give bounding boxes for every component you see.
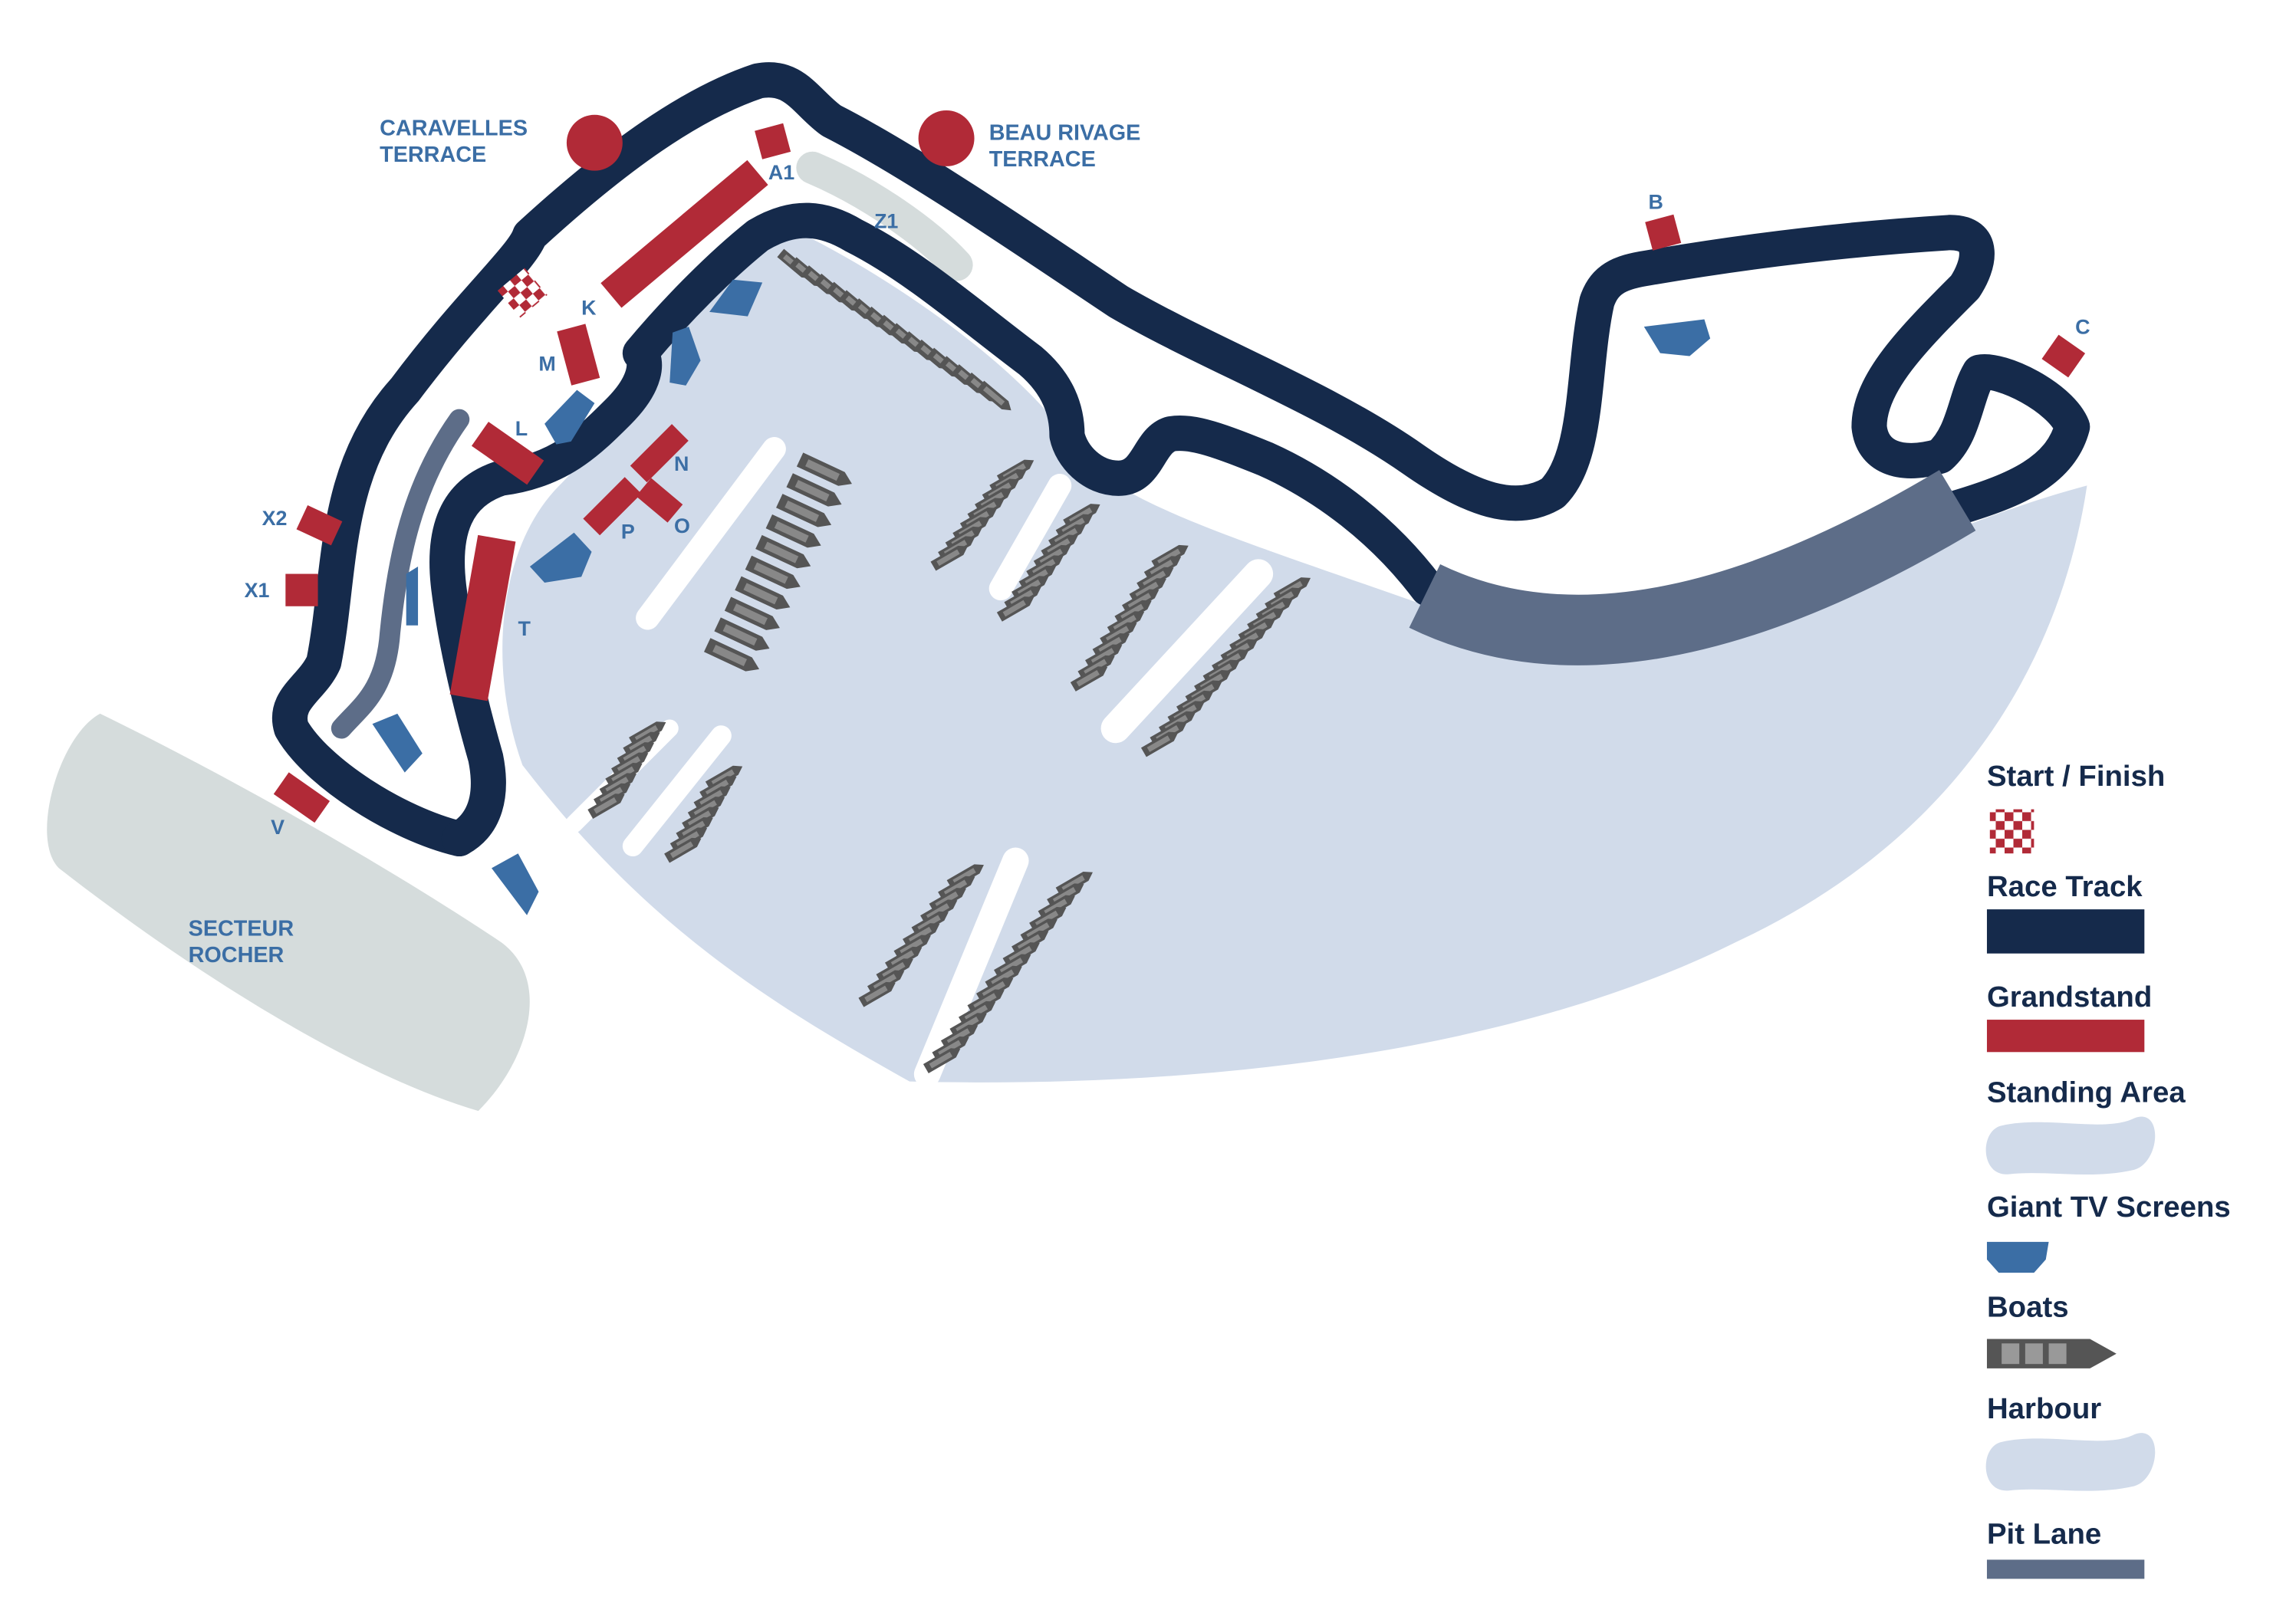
stand-label-z1: Z1 xyxy=(874,210,898,233)
tv-screen xyxy=(492,853,539,915)
beau-rivage-label-line1: BEAU RIVAGE xyxy=(989,120,1141,145)
tv-screen xyxy=(372,713,423,773)
pit-lane-inner xyxy=(331,409,470,739)
legend-harbour-swatch xyxy=(1985,1433,2156,1491)
stand-label-b: B xyxy=(1649,191,1663,214)
legend-start-finish-swatch xyxy=(1989,809,2034,854)
legend-race-track-swatch xyxy=(1986,909,2145,954)
stand-label-p: P xyxy=(621,520,635,543)
legend-tv-swatch xyxy=(1986,1241,2049,1273)
grandstand-c xyxy=(2041,334,2086,378)
stand-label-a1: A1 xyxy=(768,161,794,184)
grandstand-p xyxy=(583,477,642,536)
stand-label-t: T xyxy=(518,617,531,640)
pit-lane xyxy=(1409,470,1976,665)
grandstand-n xyxy=(630,424,689,483)
stand-label-x2: X2 xyxy=(262,507,288,530)
grandstand-a1 xyxy=(755,123,791,159)
tv-screen xyxy=(406,566,419,626)
legend-race-track-label: Race Track xyxy=(1987,870,2143,903)
stand-label-v: V xyxy=(271,816,285,839)
beau-rivage-terrace-marker xyxy=(918,110,975,166)
giant-tv-screens xyxy=(372,279,1711,915)
legend-grandstand-label: Grandstand xyxy=(1987,981,2152,1014)
legend-grandstand-swatch xyxy=(1986,1020,2145,1053)
grandstand-v xyxy=(273,772,331,823)
legend-boat-swatch xyxy=(1986,1339,2117,1368)
start-finish-marker xyxy=(497,268,548,318)
stand-label-x1: X1 xyxy=(245,579,270,602)
tv-screen xyxy=(1643,319,1711,356)
tv-screen xyxy=(709,279,763,317)
legend-pitlane-label: Pit Lane xyxy=(1987,1517,2101,1550)
beau-rivage-label-line2: TERRACE xyxy=(989,147,1096,172)
tv-screen xyxy=(669,327,701,386)
map-labels: CARAVELLES TERRACE BEAU RIVAGE TERRACE S… xyxy=(189,117,2090,968)
stand-label-n: N xyxy=(674,452,689,475)
stand-label-k: K xyxy=(581,297,597,320)
grandstands xyxy=(273,123,2086,823)
legend-tv-label: Giant TV Screens xyxy=(1987,1191,2231,1224)
tv-screen xyxy=(529,532,592,583)
caravelles-terrace-marker xyxy=(566,114,623,171)
legend-harbour-label: Harbour xyxy=(1987,1392,2101,1425)
tv-screen xyxy=(544,389,595,445)
secteur-rocher-area xyxy=(47,713,530,1112)
stand-label-o: O xyxy=(674,514,690,537)
grandstand-o xyxy=(636,478,683,523)
grandstand-t xyxy=(449,534,516,701)
caravelles-label-line1: CARAVELLES xyxy=(380,117,528,141)
grandstand-b xyxy=(1645,214,1682,251)
race-track-inner xyxy=(429,202,1446,857)
legend-standing-label: Standing Area xyxy=(1987,1076,2186,1109)
legend-pitlane-swatch xyxy=(1986,1559,2145,1579)
caravelles-label-line2: TERRACE xyxy=(380,143,486,167)
grandstand-l xyxy=(471,422,544,485)
piers xyxy=(564,437,1274,1088)
zone-z1 xyxy=(796,151,973,281)
grandstand-x1 xyxy=(285,573,318,606)
stand-label-c: C xyxy=(2075,316,2090,339)
legend: Start / Finish Race Track Grandstand Sta… xyxy=(1985,760,2231,1579)
legend-start-finish-label: Start / Finish xyxy=(1987,760,2165,793)
harbour-area xyxy=(502,228,2087,1083)
race-track xyxy=(272,62,2090,857)
legend-standing-swatch xyxy=(1985,1116,2156,1175)
stand-label-l: L xyxy=(515,417,528,440)
rocher-label-line2: ROCHER xyxy=(189,943,285,968)
grandstand-k xyxy=(600,159,768,308)
grandstand-m xyxy=(557,324,600,386)
grandstand-x2 xyxy=(296,505,343,546)
legend-boats-label: Boats xyxy=(1987,1291,2069,1324)
rocher-label-line1: SECTEUR xyxy=(189,917,294,941)
stand-label-m: M xyxy=(538,353,555,376)
